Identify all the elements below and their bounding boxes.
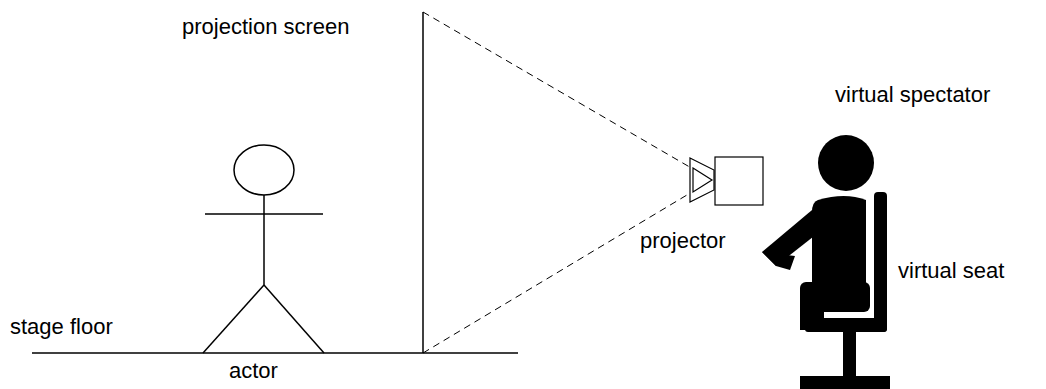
label: virtual seat [898, 258, 1004, 283]
label: actor [229, 358, 278, 383]
beam-line [423, 12, 712, 180]
label: projector [640, 228, 726, 253]
screen-line [422, 12, 424, 353]
stage-floor-line [32, 352, 518, 354]
label: stage floor [10, 314, 113, 339]
projector-symbol [690, 157, 763, 205]
label: projection screen [182, 14, 350, 39]
beam-line [423, 180, 712, 353]
label: virtual spectator [835, 82, 990, 107]
spectator-figure [762, 135, 874, 330]
actor-figure [203, 145, 324, 353]
seat-symbol [800, 192, 890, 389]
